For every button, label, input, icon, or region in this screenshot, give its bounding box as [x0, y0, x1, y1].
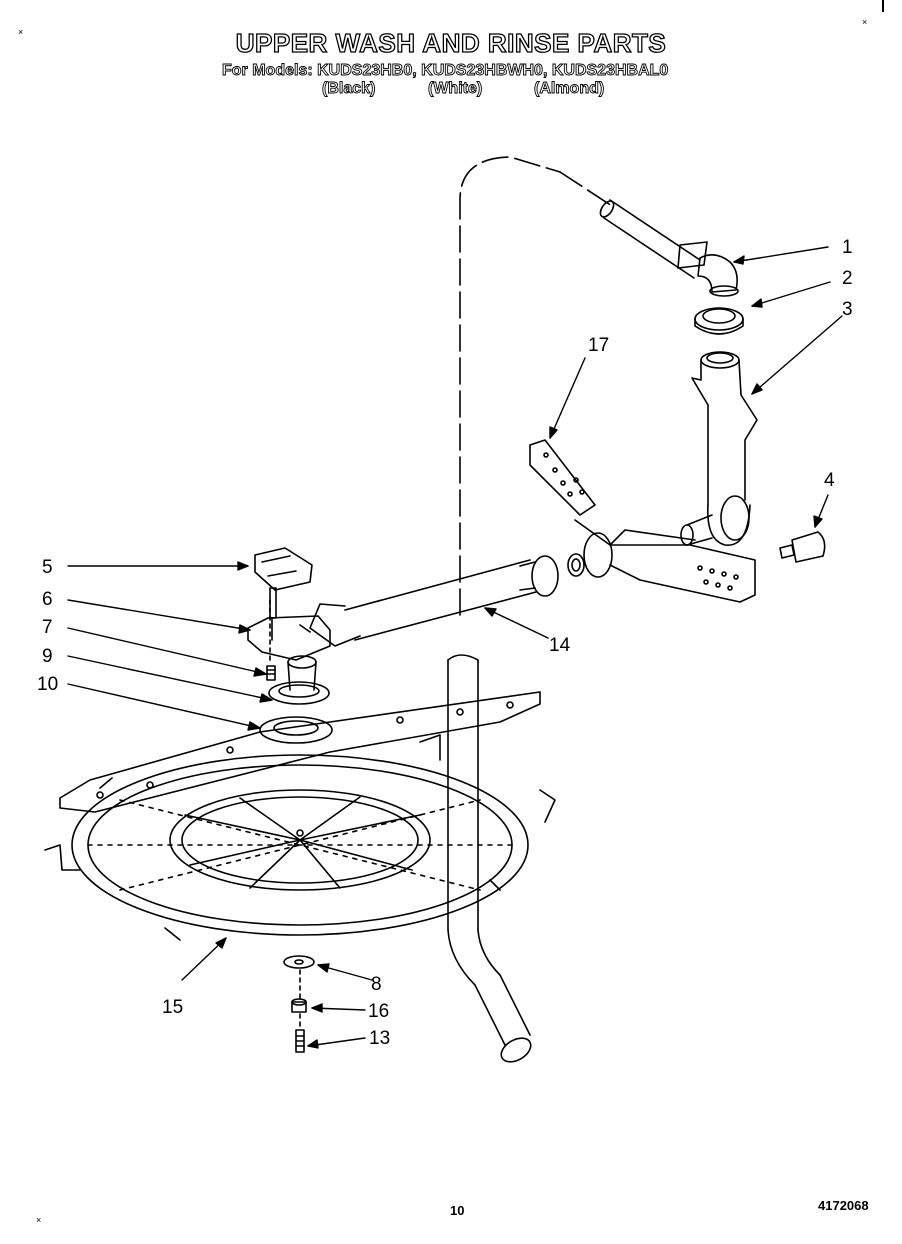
variant-black: (Black) [322, 80, 376, 98]
vertical-water-tube [447, 654, 532, 1063]
page-number: 10 [450, 1203, 465, 1218]
registration-mark: × [862, 17, 868, 27]
callout-5: 5 [42, 557, 53, 578]
part-3-manifold [691, 351, 758, 546]
registration-mark: × [18, 27, 24, 37]
callout-13: 13 [369, 1028, 390, 1049]
callout-1: 1 [842, 237, 853, 258]
variant-almond: (Almond) [534, 80, 605, 98]
part-2-seal-ring [694, 307, 744, 335]
callout-4: 4 [824, 470, 835, 491]
callout-14: 14 [549, 635, 571, 656]
part-14-feed-pipe [309, 555, 559, 647]
part-17-bracket [529, 439, 756, 603]
document-number: 4172068 [818, 1198, 869, 1213]
part-7-screw [266, 665, 276, 681]
callout-10: 10 [37, 674, 58, 695]
edge-mark [882, 0, 884, 12]
callout-3: 3 [842, 299, 853, 320]
registration-mark: × [36, 1215, 42, 1225]
pipe-coupling [567, 514, 713, 578]
callout-7: 7 [42, 617, 53, 638]
callout-17: 17 [588, 335, 609, 356]
part-13-screw [295, 1029, 305, 1053]
part-15-spray-rack [44, 734, 556, 941]
callout-9: 9 [42, 646, 53, 667]
leader-lines [67, 246, 843, 1049]
part-1-elbow [599, 199, 739, 297]
callout-labels: 1 2 3 4 5 6 7 8 9 10 13 14 15 16 17 [37, 237, 853, 1049]
callout-6: 6 [42, 589, 53, 610]
part-5-retainer-clip [254, 547, 313, 591]
part-10-hub-seal [259, 716, 333, 744]
models-line: For Models: KUDS23HB0, KUDS23HBWH0, KUDS… [222, 62, 669, 80]
callout-8: 8 [371, 974, 382, 995]
callout-2: 2 [842, 268, 853, 289]
spray-arm [59, 691, 541, 813]
part-8-washer [283, 955, 315, 969]
supply-tube-outline [459, 156, 613, 616]
part-4-end-cap [779, 531, 826, 563]
part-16-nut [291, 998, 307, 1013]
page-title: UPPER WASH AND RINSE PARTS [235, 27, 667, 58]
callout-16: 16 [368, 1001, 389, 1022]
variant-white: (White) [428, 80, 483, 98]
callout-15: 15 [162, 997, 183, 1018]
part-9-ring [268, 681, 330, 705]
